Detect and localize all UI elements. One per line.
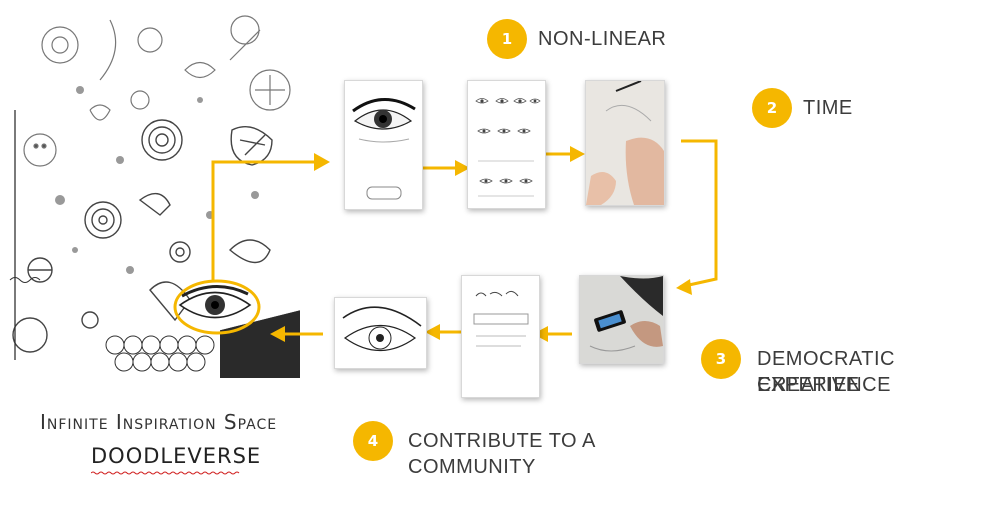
step-2-badge: 2 — [752, 88, 792, 128]
step-4-badge: 4 — [353, 421, 393, 461]
arrowhead-to-card6 — [425, 324, 440, 340]
step-2-label: TIME — [803, 97, 853, 119]
subtitle-infinite-inspiration-space: Infinite Inspiration Space — [40, 410, 278, 434]
arrowhead-to-card3 — [570, 146, 585, 162]
step-4-label-line2: COMMUNITY — [408, 456, 536, 478]
spellcheck-underline — [91, 471, 240, 475]
card-handwritten-sheet — [461, 275, 540, 398]
step-1-label: NON-LINEAR — [538, 28, 667, 50]
doodle-collage-image — [0, 0, 300, 378]
card-hand-drawing-photo — [585, 80, 665, 206]
card-tablet-drawing-photo — [579, 275, 664, 364]
arrowhead-to-card4 — [676, 279, 692, 295]
connector-card3-to-card4 — [679, 139, 718, 289]
step-3-label-line1: DEMOCRATIC CREATIVE — [757, 348, 895, 396]
card-eye-sketch — [344, 80, 423, 210]
step-1-badge: 1 — [487, 19, 527, 59]
title-doodleverse: DOODLEVERSE — [91, 444, 262, 468]
card-eye-line-drawing — [334, 297, 427, 369]
card-eye-reference-sheet — [467, 80, 546, 209]
step-3-label-line2: EXPERIENCE — [757, 374, 891, 396]
step-3-badge: 3 — [701, 339, 741, 379]
arrowhead-to-card1 — [314, 153, 330, 171]
step-4-label-line1: CONTRIBUTE TO A — [408, 430, 596, 452]
